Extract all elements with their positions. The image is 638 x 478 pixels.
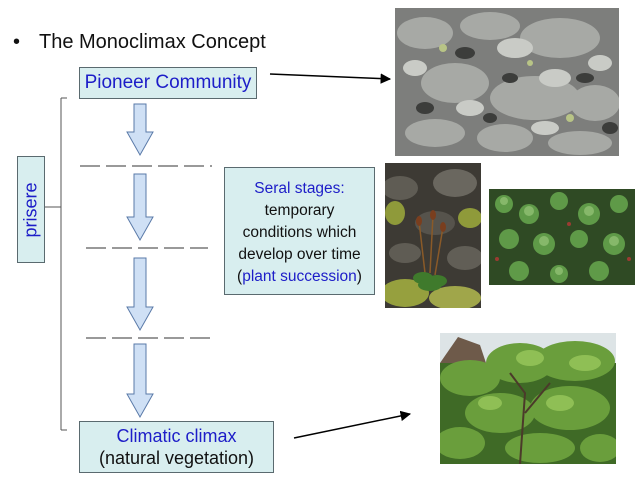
ground-cover-photo	[489, 189, 635, 285]
climax-line-1: Climatic climax	[116, 426, 237, 446]
slide-title-text: The Monoclimax Concept	[39, 31, 266, 53]
pioneer-community-label: Pioneer Community	[84, 72, 252, 93]
prisere-bracket	[45, 97, 67, 431]
climatic-climax-box: Climatic climax (natural vegetation)	[79, 421, 274, 473]
seral-line-2: temporary	[264, 202, 335, 219]
down-arrow-1	[126, 103, 154, 157]
climax-line-2: (natural vegetation)	[98, 448, 255, 468]
seral-line-4: develop over time	[238, 246, 361, 263]
seral-line-3: conditions which	[242, 224, 357, 241]
lichen-rock-photo	[395, 8, 619, 156]
slide-title: • The Monoclimax Concept	[13, 31, 266, 54]
seral-line-1: Seral stages:	[254, 180, 345, 197]
forest-photo	[440, 333, 616, 464]
seral-paren-close: )	[356, 268, 362, 285]
climax-to-photo-arrow	[293, 410, 412, 439]
seral-plant-succession: plant succession	[242, 268, 357, 285]
down-arrow-3	[126, 257, 154, 332]
down-arrow-2	[126, 173, 154, 242]
seral-paren-open: (	[237, 268, 243, 285]
seral-stages-box: Seral stages: temporary conditions which…	[224, 167, 375, 295]
prisere-box: prisere	[17, 156, 45, 263]
bullet: •	[13, 31, 21, 53]
pioneer-to-photo-arrow	[269, 73, 392, 84]
pioneer-community-box: Pioneer Community	[79, 67, 257, 99]
seral-line-5: (plant succession)	[225, 266, 374, 288]
down-arrow-4	[126, 343, 154, 419]
moss-plants-photo	[385, 163, 481, 308]
